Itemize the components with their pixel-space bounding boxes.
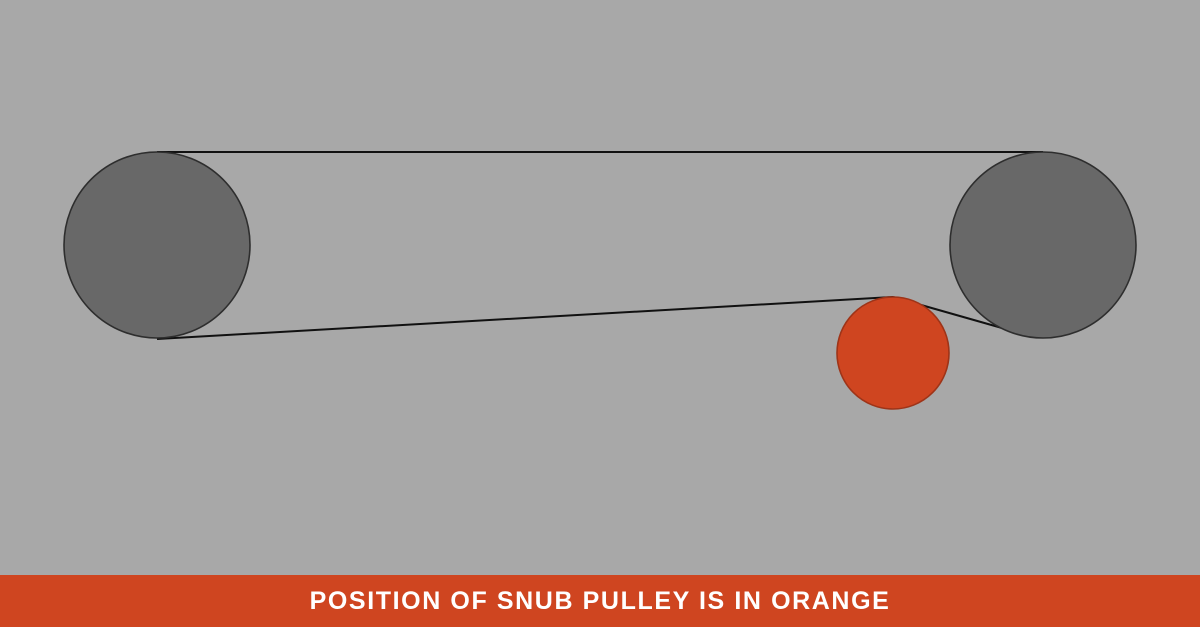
right-pulley	[949, 151, 1137, 339]
snub-pulley	[836, 296, 950, 410]
belt-return-run	[156, 296, 894, 340]
left-pulley	[63, 151, 251, 339]
conveyor-belt-diagram	[63, 151, 1137, 410]
caption-banner: POSITION OF SNUB PULLEY IS IN ORANGE	[0, 575, 1200, 627]
caption-text: POSITION OF SNUB PULLEY IS IN ORANGE	[309, 586, 891, 615]
